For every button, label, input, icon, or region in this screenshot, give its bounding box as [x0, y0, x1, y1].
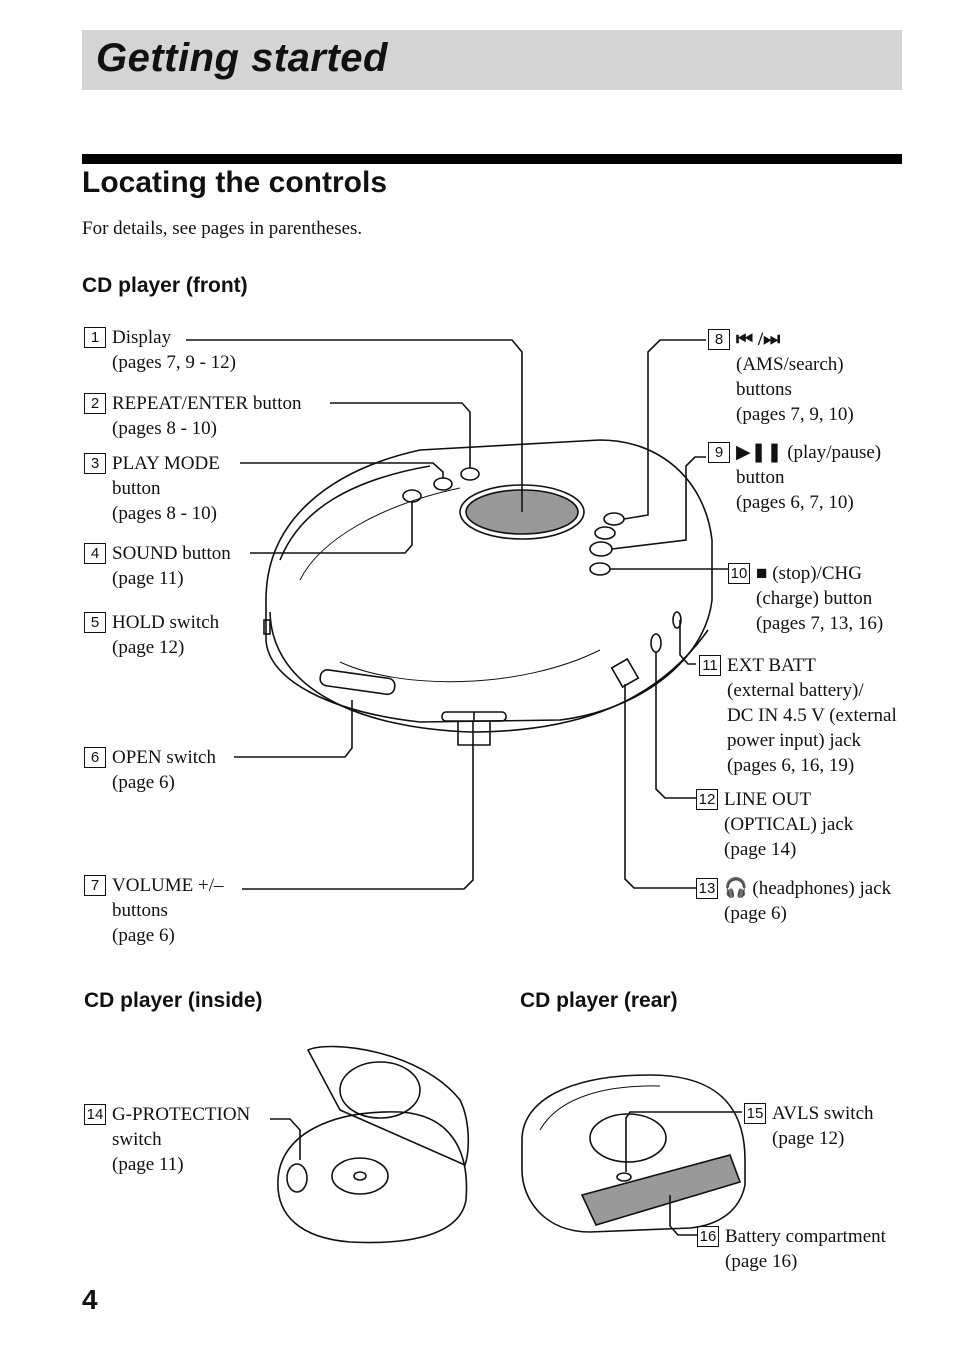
callout-line: DC IN 4.5 V (external	[727, 705, 897, 726]
callout-number: 14	[84, 1104, 106, 1125]
callout-line: buttons	[736, 379, 792, 400]
callout-avls: 15 AVLS switch (page 12)	[744, 1101, 874, 1151]
callout-line: (page 11)	[112, 568, 184, 589]
callout-number: 16	[697, 1226, 719, 1247]
callout-headphones: 13 🎧 (headphones) jack (page 6)	[696, 876, 891, 926]
callout-line: Display	[112, 327, 172, 348]
callout-number: 12	[696, 789, 718, 810]
callout-line: (page 6)	[112, 925, 175, 946]
play-button	[589, 541, 613, 557]
callout-number: 11	[699, 655, 721, 676]
callout-line: AVLS switch	[772, 1103, 874, 1124]
callout-display: 1 Display (pages 7, 9 - 12)	[84, 325, 236, 375]
callout-line: (page 11)	[112, 1154, 184, 1175]
open-switch	[319, 669, 396, 696]
subhead-rear: CD player (rear)	[520, 989, 678, 1012]
callout-line: REPEAT/ENTER button	[112, 393, 302, 414]
callout-line: PLAY MODE	[112, 453, 220, 474]
callout-repeat-enter: 2 REPEAT/ENTER button (pages 8 - 10)	[84, 391, 301, 441]
callout-hold: 5 HOLD switch (page 12)	[84, 610, 219, 660]
callout-stop-chg: 10 ■ (stop)/CHG (charge) button (pages 7…	[728, 561, 883, 636]
callout-sound: 4 SOUND button (page 11)	[84, 541, 231, 591]
callout-line: (pages 7, 9 - 12)	[112, 352, 236, 373]
callout-line: LINE OUT	[724, 789, 812, 810]
callout-line: (page 6)	[724, 903, 787, 924]
callout-line: (page 6)	[112, 772, 175, 793]
callout-line: EXT BATT	[727, 655, 816, 676]
callout-line: button	[112, 478, 161, 499]
callout-line: buttons	[112, 900, 168, 921]
callout-line: SOUND button	[112, 543, 231, 564]
callout-number: 4	[84, 543, 106, 564]
stop-button	[589, 562, 611, 576]
callout-line: VOLUME +/–	[112, 875, 224, 896]
callout-number: 8	[708, 329, 730, 350]
callout-line: (OPTICAL) jack	[724, 814, 854, 835]
callout-number: 6	[84, 747, 106, 768]
callout-number: 7	[84, 875, 106, 896]
callout-line: (pages 8 - 10)	[112, 418, 217, 439]
inside-player-lid	[306, 1045, 470, 1167]
callout-line: HOLD switch	[112, 612, 220, 633]
callout-number: 1	[84, 327, 106, 348]
battery-compartment	[580, 1154, 742, 1226]
subhead-inside: CD player (inside)	[84, 989, 263, 1012]
callout-number: 15	[744, 1103, 766, 1124]
section-rule	[82, 154, 902, 164]
callout-line: (pages 6, 16, 19)	[727, 755, 855, 776]
callout-line: (page 12)	[112, 637, 185, 658]
callout-ams: 8 ⏮ /⏭ (AMS/search) buttons (pages 7, 9,…	[708, 327, 854, 427]
callout-line: G-PROTECTION	[112, 1104, 251, 1125]
callout-line: (charge) button	[756, 588, 873, 609]
callout-number: 13	[696, 878, 718, 899]
callout-play-pause: 9 ▶❚❚ (play/pause) button (pages 6, 7, 1…	[708, 440, 881, 515]
callout-line: (AMS/search)	[736, 354, 844, 375]
inside-player-base	[277, 1111, 468, 1244]
callout-line: button	[736, 467, 785, 488]
callout-line: (page 12)	[772, 1128, 845, 1149]
callout-number: 10	[728, 563, 750, 584]
callout-line: (pages 6, 7, 10)	[736, 492, 854, 513]
callout-line: Battery compartment	[725, 1226, 886, 1247]
callout-g-protection: 14 G-PROTECTION switch (page 11)	[84, 1102, 250, 1177]
rear-player-body	[521, 1074, 746, 1233]
callout-line: power input) jack	[727, 730, 862, 751]
subhead-front: CD player (front)	[82, 274, 248, 297]
chapter-title-bar: Getting started	[82, 30, 902, 90]
callout-line: ⏮ /⏭	[736, 329, 781, 350]
playmode-button	[433, 477, 453, 491]
intro-text: For details, see pages in parentheses.	[82, 218, 363, 239]
callout-line: ■ (stop)/CHG	[756, 563, 862, 584]
callout-line: (pages 7, 13, 16)	[756, 613, 884, 634]
callout-battery-compartment: 16 Battery compartment (page 16)	[697, 1224, 886, 1274]
repeat-button	[460, 467, 480, 481]
callout-number: 5	[84, 612, 106, 633]
callout-line: 🎧 (headphones) jack	[724, 878, 892, 899]
callout-play-mode: 3 PLAY MODE button (pages 8 - 10)	[84, 451, 220, 526]
page-number: 4	[82, 1284, 98, 1315]
callout-line: OPEN switch	[112, 747, 216, 768]
chapter-title: Getting started	[96, 36, 388, 80]
callout-ext-batt: 11 EXT BATT (external battery)/ DC IN 4.…	[699, 653, 897, 778]
callout-number: 9	[708, 442, 730, 463]
ams-button	[603, 512, 625, 526]
callout-line: switch	[112, 1129, 162, 1150]
section-title: Locating the controls	[82, 166, 388, 199]
ams-button-2	[594, 526, 616, 540]
callout-line: (pages 7, 9, 10)	[736, 404, 854, 425]
callout-line: (page 16)	[725, 1251, 798, 1272]
callout-line-out: 12 LINE OUT (OPTICAL) jack (page 14)	[696, 787, 853, 862]
callout-line: (external battery)/	[727, 680, 864, 701]
callout-line: (pages 8 - 10)	[112, 503, 217, 524]
callout-volume: 7 VOLUME +/– buttons (page 6)	[84, 873, 224, 948]
callout-open: 6 OPEN switch (page 6)	[84, 745, 216, 795]
callout-number: 2	[84, 393, 106, 414]
callout-number: 3	[84, 453, 106, 474]
callout-line: ▶❚❚ (play/pause)	[736, 442, 882, 463]
sound-button	[402, 489, 422, 503]
callout-line: (page 14)	[724, 839, 797, 860]
